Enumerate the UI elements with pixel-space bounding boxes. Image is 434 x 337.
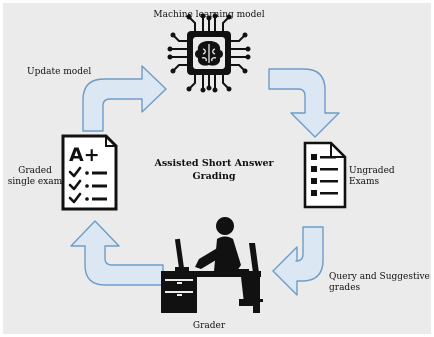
query-grades-label-line1: Query and Suggestive: [329, 272, 430, 282]
graded-exam-label-line1: Graded: [18, 166, 52, 176]
query-grades-label-line2: grades: [329, 283, 361, 293]
model-label: Machine learning model: [153, 10, 265, 20]
center-title-line2: Grading: [192, 171, 236, 182]
ungraded-exams-label: Ungraded Exams: [349, 166, 405, 188]
graded-exam-label: Graded single exam: [7, 166, 63, 188]
chip-brain-icon: [167, 13, 251, 93]
ungraded-exams-label-line2: Exams: [349, 177, 380, 187]
grade-mark: A+: [69, 144, 100, 166]
diagram-canvas: .arr{fill:#dbe8f4;stroke:#6f9cc6;stroke-…: [3, 3, 431, 334]
diagram-graphics: .arr{fill:#dbe8f4;stroke:#6f9cc6;stroke-…: [61, 13, 347, 313]
checklist-document-icon: [303, 141, 347, 209]
arrow-model-to-exams: [268, 68, 340, 138]
grader-label: Grader: [192, 321, 226, 331]
graded-exam-label-line2: single exam: [7, 177, 63, 187]
update-model-label: Update model: [27, 67, 92, 77]
arrow-grader-to-graded: [70, 220, 164, 286]
arrow-query-grades: [272, 226, 324, 296]
arrow-update-model: [82, 65, 167, 132]
graded-document-icon: A+: [61, 134, 118, 211]
diagram-center-title: Assisted Short Answer Grading: [149, 157, 279, 183]
ungraded-exams-label-line1: Ungraded: [349, 166, 395, 176]
center-title-line1: Assisted Short Answer: [154, 158, 274, 169]
query-grades-label: Query and Suggestive grades: [329, 272, 430, 294]
grader-at-desk-icon: [161, 217, 263, 313]
